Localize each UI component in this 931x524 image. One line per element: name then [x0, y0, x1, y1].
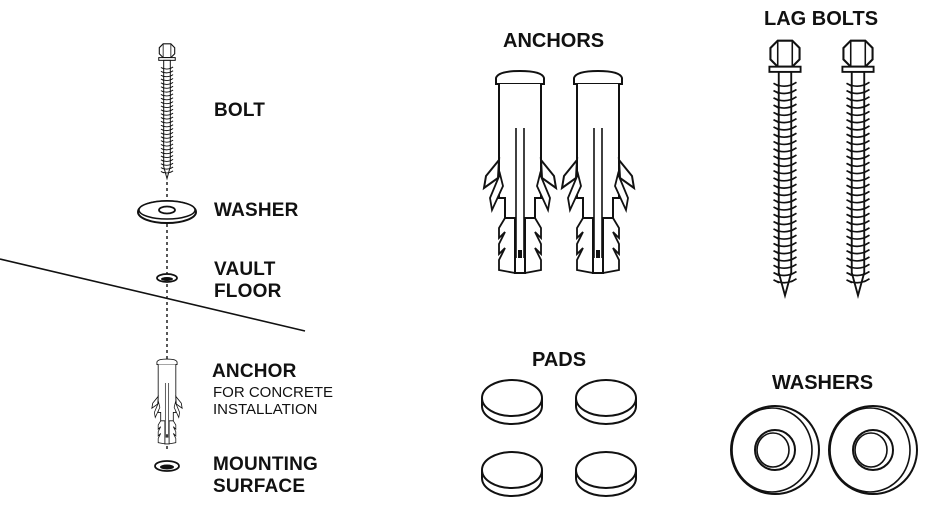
- floor-hole-illustration: [156, 273, 178, 283]
- anchor-illustration: [151, 358, 183, 445]
- vault-floor-label-line1: VAULT: [214, 259, 276, 280]
- pad-item: [481, 451, 543, 497]
- mounting-surface-label-line2: SURFACE: [213, 476, 306, 497]
- lag-bolt-item: [841, 39, 875, 300]
- anchor-item: [483, 70, 557, 274]
- vault-floor-line: [0, 258, 306, 332]
- exploded-assembly: [0, 43, 306, 472]
- anchors-title: ANCHORS: [503, 30, 605, 52]
- anchors-group: [483, 70, 635, 274]
- mounting-surface-label-line1: MOUNTING: [213, 454, 319, 475]
- pads-title: PADS: [532, 349, 587, 371]
- washer-illustration: [137, 200, 197, 224]
- lag-bolt-item: [768, 39, 802, 300]
- washers-group: [730, 405, 918, 495]
- washer-item: [828, 405, 918, 495]
- pads-group: [481, 379, 637, 497]
- pad-item: [481, 379, 543, 425]
- anchor-note-line1: FOR CONCRETE: [213, 384, 333, 401]
- mounting-surface-hole-illustration: [154, 460, 180, 472]
- pad-item: [575, 451, 637, 497]
- washer-label: WASHER: [214, 200, 299, 221]
- anchor-item: [561, 70, 635, 274]
- anchor-note-line2: INSTALLATION: [213, 401, 318, 418]
- washers-title: WASHERS: [772, 372, 874, 394]
- pad-item: [575, 379, 637, 425]
- vault-floor-label-line2: FLOOR: [214, 281, 282, 302]
- lag-bolts-group: [768, 39, 875, 300]
- washer-item: [730, 405, 820, 495]
- anchor-label: ANCHOR: [212, 361, 297, 382]
- lag-bolts-title: LAG BOLTS: [764, 8, 879, 30]
- bolt-label: BOLT: [214, 100, 266, 121]
- bolt-illustration: [158, 43, 176, 181]
